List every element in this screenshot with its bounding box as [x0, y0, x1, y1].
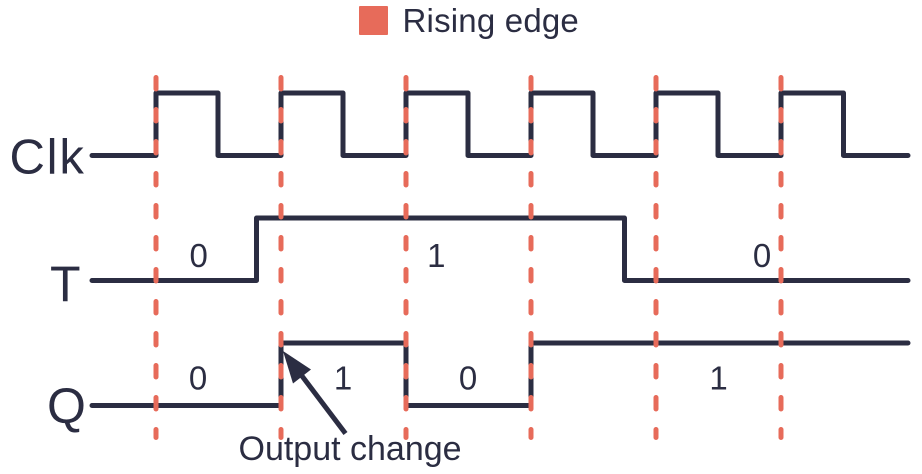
svg-text:Output change: Output change	[239, 430, 462, 468]
svg-text:Clk: Clk	[10, 131, 86, 185]
svg-text:0: 0	[753, 237, 771, 274]
svg-text:0: 0	[189, 360, 207, 397]
svg-text:T: T	[50, 256, 81, 312]
svg-text:1: 1	[427, 237, 445, 274]
svg-text:1: 1	[709, 360, 727, 397]
svg-text:Q: Q	[47, 378, 86, 434]
svg-text:Rising edge: Rising edge	[403, 2, 579, 39]
svg-text:0: 0	[190, 237, 208, 274]
svg-text:0: 0	[459, 360, 477, 397]
svg-text:1: 1	[334, 360, 352, 397]
